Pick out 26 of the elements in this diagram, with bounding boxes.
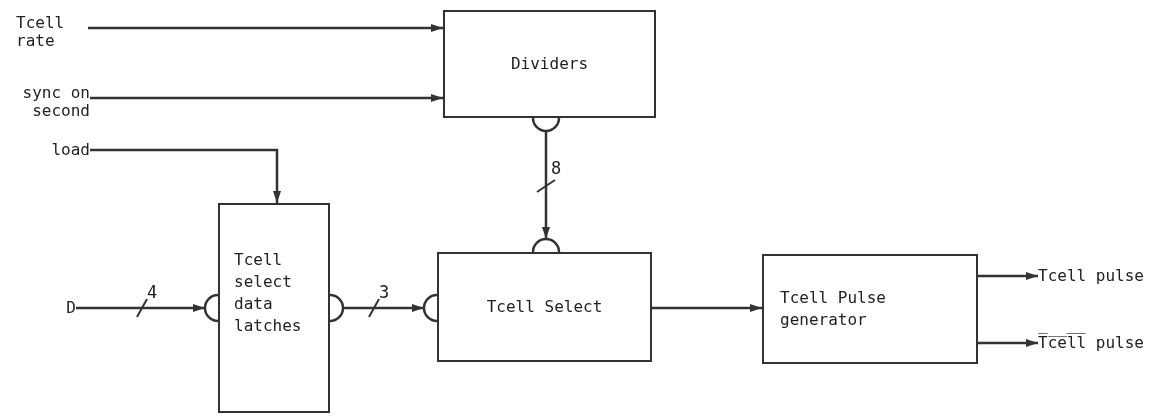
arrow xyxy=(978,272,1038,280)
arrow xyxy=(88,24,443,32)
process-box xyxy=(218,203,330,413)
signal-label: T̅c̅e̅l̅l̅ pulse xyxy=(1038,330,1166,356)
arrow xyxy=(90,148,281,203)
box-label: Tcell select data latches xyxy=(234,249,303,337)
edge-label: 4 xyxy=(146,284,159,301)
box-label: Dividers xyxy=(509,53,590,75)
signal-label: Tcell rate xyxy=(16,12,88,52)
box-label: Tcell Pulse generator xyxy=(779,287,887,331)
signal-label: load xyxy=(30,140,90,160)
arrow xyxy=(542,131,550,239)
arrow xyxy=(978,339,1038,347)
process-box xyxy=(443,10,656,118)
edge-label: 8 xyxy=(550,160,563,177)
arrow xyxy=(76,304,205,312)
process-box xyxy=(437,252,652,362)
signal-label: sync on second xyxy=(6,84,90,120)
arrow xyxy=(90,94,443,102)
box-label: Tcell Select xyxy=(485,296,604,318)
edge-label: 3 xyxy=(378,284,391,301)
signal-label: D xyxy=(56,298,76,318)
arrow xyxy=(343,304,424,312)
process-box xyxy=(762,254,978,364)
signal-label: Tcell pulse xyxy=(1038,265,1166,287)
arrow xyxy=(652,304,762,312)
